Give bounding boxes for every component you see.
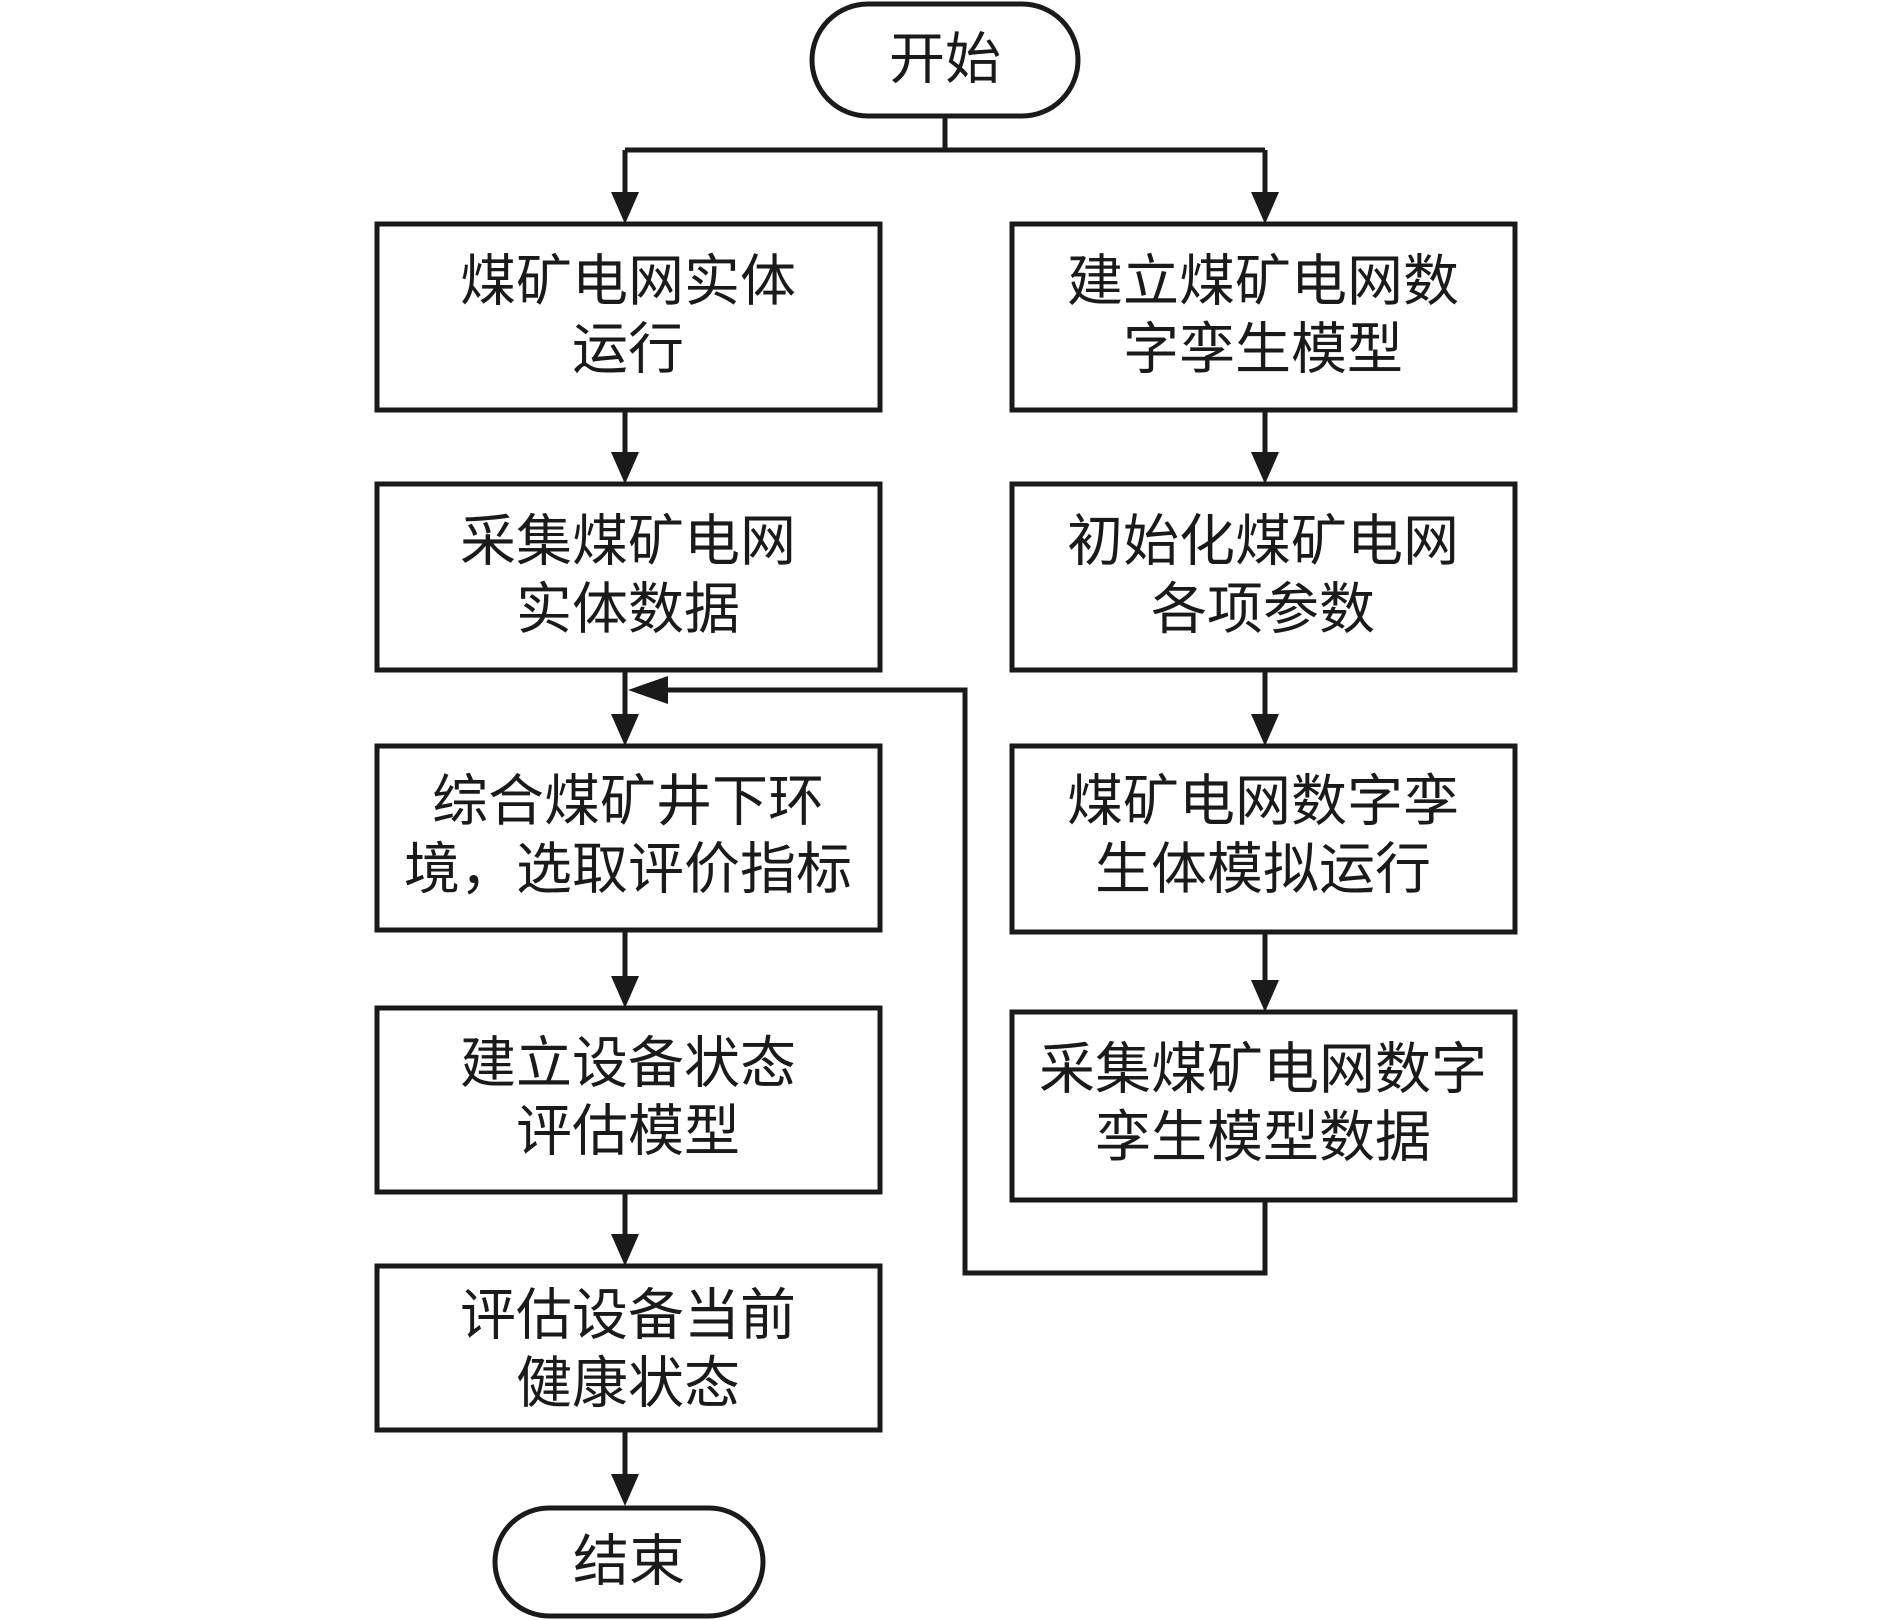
process-box-right-2-line1: 初始化煤矿电网 [1067, 510, 1459, 575]
arrowhead [1251, 452, 1279, 484]
edge-start-split [625, 116, 1265, 153]
process-box-right-4-line2: 孪生模型数据 [1095, 1106, 1431, 1171]
process-box-right-3-line2: 生体模拟运行 [1095, 838, 1431, 903]
process-box-left-5-line2: 健康状态 [516, 1352, 740, 1417]
process-box-left-3-line2: 境，选取评价指标 [404, 838, 852, 903]
process-box-right-4: 采集煤矿电网数字 孪生模型数据 [1009, 1009, 1518, 1203]
arrowhead [611, 714, 639, 746]
process-box-right-4-line1: 采集煤矿电网数字 [1039, 1038, 1487, 1103]
process-box-left-1: 煤矿电网实体 运行 [374, 221, 883, 413]
arrowhead [611, 1234, 639, 1266]
end-label: 结束 [573, 1530, 685, 1595]
process-box-left-3-line1: 综合煤矿井下环 [432, 770, 824, 835]
process-box-right-1: 建立煤矿电网数 字孪生模型 [1009, 221, 1518, 413]
process-box-right-1-line2: 字孪生模型 [1123, 318, 1403, 383]
process-box-left-5: 评估设备当前 健康状态 [374, 1263, 883, 1433]
end-terminal: 结束 [492, 1505, 766, 1619]
arrowhead [1251, 714, 1279, 746]
process-box-left-4-line2: 评估模型 [516, 1100, 740, 1165]
arrowhead [611, 1474, 639, 1506]
process-box-right-3-line1: 煤矿电网数字孪 [1067, 770, 1459, 835]
start-terminal: 开始 [809, 1, 1081, 119]
arrowhead [1251, 192, 1279, 224]
edge-right4-loop [660, 687, 1268, 1276]
process-box-right-2: 初始化煤矿电网 各项参数 [1009, 481, 1518, 673]
process-box-left-2-line2: 实体数据 [516, 578, 740, 643]
process-box-right-2-line2: 各项参数 [1151, 578, 1375, 643]
arrowhead [1251, 980, 1279, 1012]
process-box-left-2: 采集煤矿电网 实体数据 [374, 481, 883, 673]
process-box-left-2-line1: 采集煤矿电网 [460, 510, 796, 575]
process-box-left-4: 建立设备状态 评估模型 [374, 1005, 883, 1195]
arrowhead [628, 676, 668, 704]
arrowhead [611, 976, 639, 1008]
arrowhead [611, 192, 639, 224]
edges [611, 116, 1279, 1506]
process-box-left-4-line1: 建立设备状态 [460, 1032, 796, 1097]
process-box-left-1-line2: 运行 [572, 318, 684, 383]
process-box-left-5-line1: 评估设备当前 [460, 1284, 796, 1349]
start-label: 开始 [889, 28, 1001, 93]
process-box-left-1-line1: 煤矿电网实体 [460, 250, 796, 315]
process-box-right-3: 煤矿电网数字孪 生体模拟运行 [1009, 743, 1518, 935]
arrowhead [611, 452, 639, 484]
process-box-left-3: 综合煤矿井下环 境，选取评价指标 [374, 743, 883, 933]
process-box-right-1-line1: 建立煤矿电网数 [1067, 250, 1459, 315]
